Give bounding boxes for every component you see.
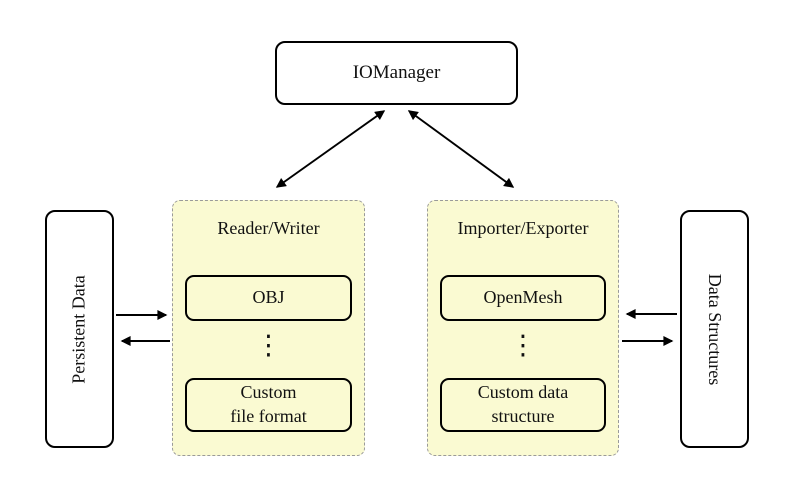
importer-exporter-group: Importer/Exporter OpenMesh ⋮ Custom data… bbox=[427, 200, 619, 456]
importer-exporter-ellipsis: ⋮ bbox=[509, 330, 537, 361]
reader-writer-ellipsis: ⋮ bbox=[255, 330, 282, 361]
custom-file-format-node: Custom file format bbox=[185, 378, 352, 432]
openmesh-label: OpenMesh bbox=[483, 287, 563, 308]
arrow-iomanager-importer-exporter bbox=[407, 110, 515, 188]
arrow-iomanager-reader-writer bbox=[275, 110, 386, 188]
custom-data-structure-label: Custom data structure bbox=[477, 382, 569, 426]
data-structures-label: Data Structures bbox=[705, 273, 725, 385]
custom-file-format-label: Custom file format bbox=[230, 382, 307, 426]
openmesh-node: OpenMesh bbox=[440, 275, 606, 321]
persistent-data-label: Persistent Data bbox=[69, 274, 90, 384]
custom-data-structure-node: Custom data structure bbox=[440, 378, 606, 432]
obj-node: OBJ bbox=[185, 275, 352, 321]
reader-writer-title: Reader/Writer bbox=[217, 218, 320, 238]
data-structures-node: Data Structures bbox=[680, 210, 749, 448]
persistent-data-node: Persistent Data bbox=[45, 210, 114, 448]
iomanager-node: IOManager bbox=[275, 41, 518, 105]
importer-exporter-title: Importer/Exporter bbox=[457, 218, 589, 238]
reader-writer-group: Reader/Writer OBJ ⋮ Custom file format bbox=[172, 200, 365, 456]
iomanager-label: IOManager bbox=[352, 62, 441, 83]
obj-label: OBJ bbox=[252, 287, 285, 308]
